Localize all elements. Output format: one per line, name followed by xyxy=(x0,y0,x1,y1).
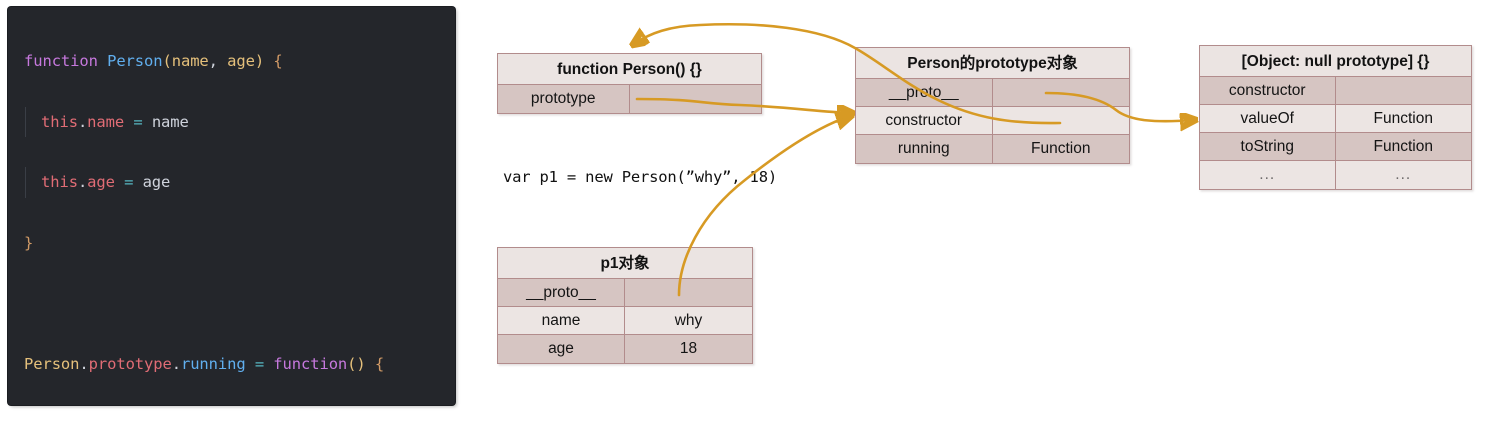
cell-value-valueof: Function xyxy=(1373,110,1433,127)
table-row: prototype xyxy=(498,85,761,113)
table-row: age 18 xyxy=(498,335,752,363)
table-row: valueOf Function xyxy=(1200,105,1471,133)
arrow-constructor-to-function-person xyxy=(634,22,1062,125)
code-line-1: function Person(name, age) { xyxy=(24,52,283,71)
cell-key-constructor: constructor xyxy=(1200,77,1336,104)
cell-value-name: why xyxy=(674,312,703,329)
expression-label: var p1 = new Person(”why”, 18) xyxy=(503,168,777,186)
table-title-person-prototype: Person的prototype对象 xyxy=(856,48,1129,79)
table-row: __proto__ xyxy=(498,279,752,307)
cell-key-age: age xyxy=(498,335,625,363)
cell-value-age: 18 xyxy=(679,340,698,357)
table-row: constructor xyxy=(856,107,1129,135)
table-row: running Function xyxy=(856,135,1129,163)
table-row: ... ... xyxy=(1200,161,1471,189)
code-line-2: this.name = name xyxy=(25,106,455,138)
table-title-function-person: function Person() {} xyxy=(498,54,761,85)
table-row: name why xyxy=(498,307,752,335)
table-title-p1-object: p1对象 xyxy=(498,248,752,279)
arrow-proto-to-object-null-prototype xyxy=(1044,91,1194,121)
table-row: toString Function xyxy=(1200,133,1471,161)
cell-key-proto: __proto__ xyxy=(498,279,625,306)
arrow-prototype-to-proto-object xyxy=(635,97,851,113)
table-person-prototype: Person的prototype对象 __proto__ constructor… xyxy=(855,47,1130,164)
cell-value-running: Function xyxy=(1031,140,1091,157)
table-p1-object: p1对象 __proto__ name why age 18 xyxy=(497,247,753,364)
cell-value-tostring: Function xyxy=(1373,138,1433,155)
cell-key-valueof: valueOf xyxy=(1200,105,1336,132)
code-editor-panel: function Person(name, age) { this.name =… xyxy=(8,7,455,405)
cell-key-name: name xyxy=(498,307,625,334)
table-row: __proto__ xyxy=(856,79,1129,107)
table-function-person: function Person() {} prototype xyxy=(497,53,762,114)
code-line-3: this.age = age xyxy=(25,167,455,198)
cell-key-running: running xyxy=(856,135,993,163)
code-line-4: } xyxy=(24,234,34,253)
cell-value-ellipsis: ... xyxy=(1395,166,1412,183)
cell-key-prototype: prototype xyxy=(498,85,630,113)
table-row: constructor xyxy=(1200,77,1471,105)
cell-key-ellipsis: ... xyxy=(1200,161,1336,189)
code-lines: function Person(name, age) { this.name =… xyxy=(24,16,455,405)
cell-key-constructor: constructor xyxy=(856,107,993,134)
table-title-object-null-prototype: [Object: null prototype] {} xyxy=(1200,46,1471,77)
code-line-6: Person.prototype.running = function() { xyxy=(24,355,385,374)
arrow-p1-proto-to-person-prototype xyxy=(677,116,850,297)
table-object-null-prototype: [Object: null prototype] {} constructor … xyxy=(1199,45,1472,190)
cell-key-tostring: toString xyxy=(1200,133,1336,160)
